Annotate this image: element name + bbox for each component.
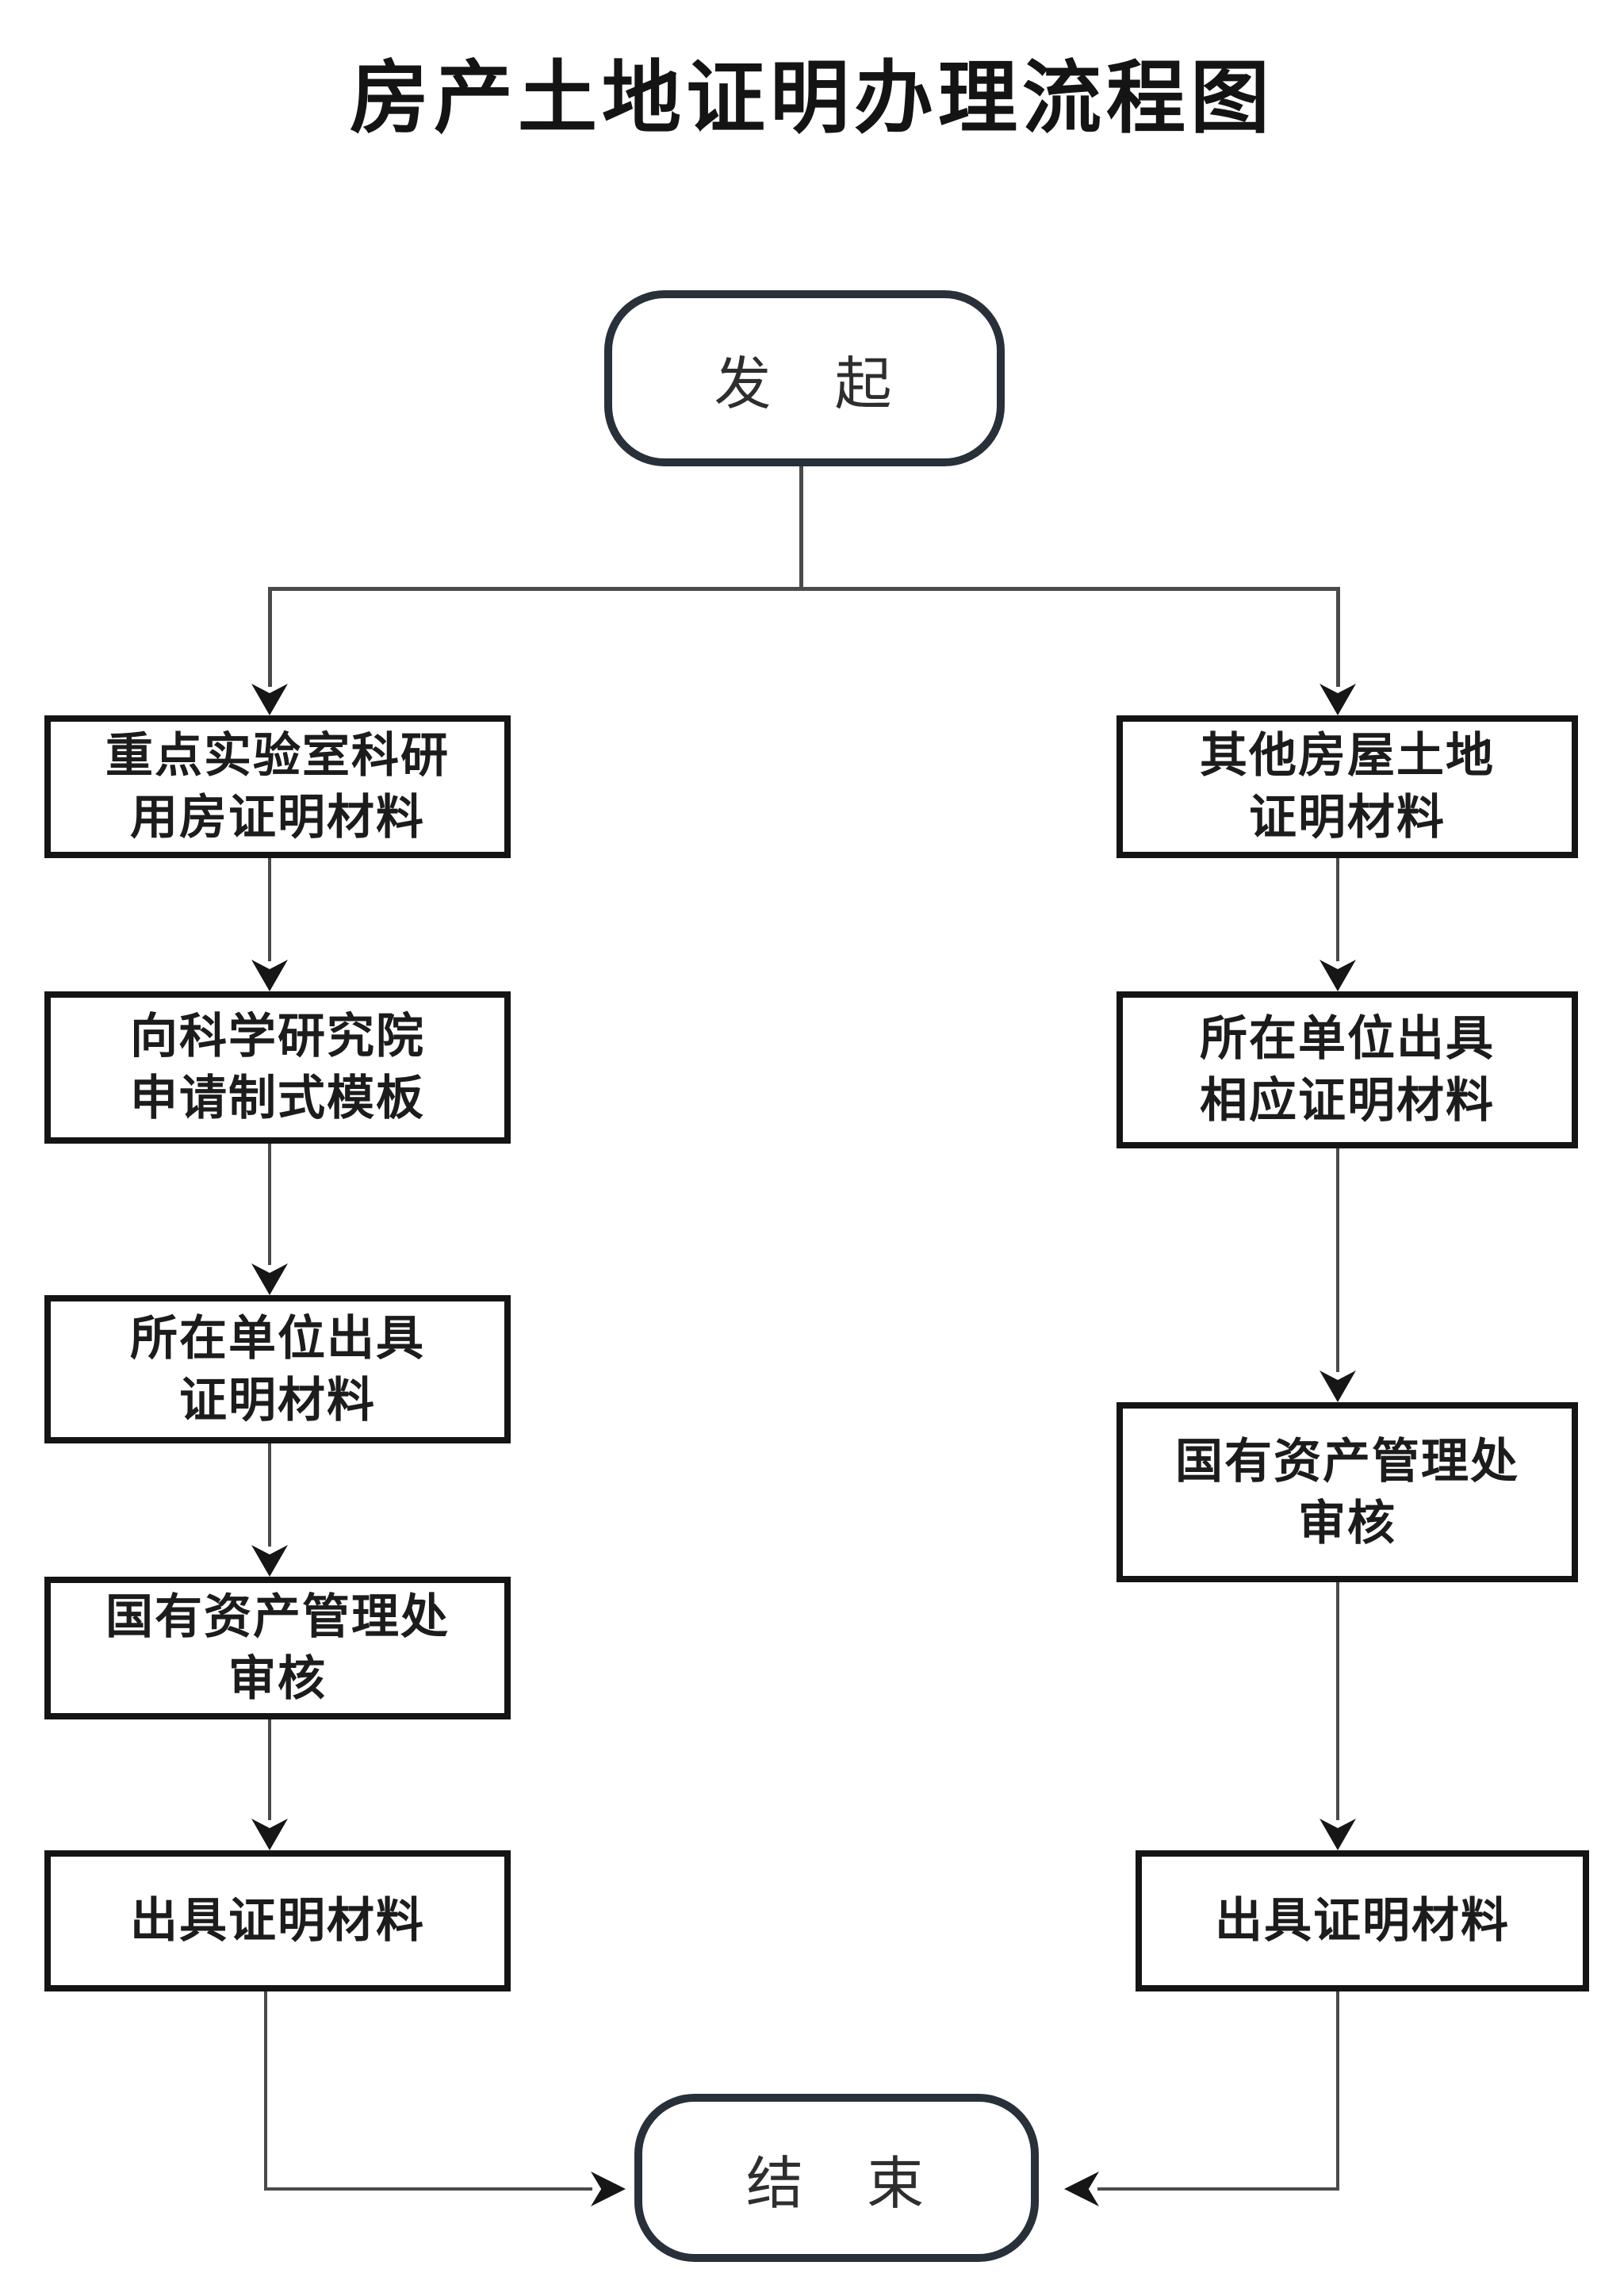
connector-left-4-5 <box>268 1719 271 1820</box>
right-step-4-label: 出具证明材料 <box>1215 1894 1510 1947</box>
end-node-label: 结 束 <box>745 2152 927 2216</box>
left-step-5-label: 出具证明材料 <box>130 1894 425 1947</box>
page-title: 房产土地证明办理流程图 <box>350 54 1274 143</box>
left-step-2-box: 向科学研究院 申请制式模板 <box>44 991 511 1144</box>
arrowhead-into-end-from-right <box>1064 2172 1099 2206</box>
connector-left-3-4 <box>268 1443 271 1547</box>
arrowhead-into-right-step-3 <box>1320 1370 1356 1402</box>
right-step-4-box: 出具证明材料 <box>1136 1850 1589 1991</box>
right-step-2-label: 所在单位出具 相应证明材料 <box>1200 1012 1495 1127</box>
connector-left-to-end-vertical <box>264 1991 267 2191</box>
arrowhead-into-left-step-5 <box>251 1819 288 1850</box>
right-step-1-box: 其他房屋土地 证明材料 <box>1116 715 1578 858</box>
start-node: 发 起 <box>604 290 1005 466</box>
arrowhead-into-left-step-1 <box>251 684 288 715</box>
arrowhead-into-left-step-3 <box>251 1263 288 1295</box>
end-node: 结 束 <box>634 2094 1039 2262</box>
connector-split-left-drop <box>268 587 272 687</box>
right-step-3-box: 国有资产管理处 审核 <box>1116 1402 1578 1582</box>
left-step-1-label: 重点实验室科研 用房证明材料 <box>105 729 450 844</box>
left-step-2-label: 向科学研究院 申请制式模板 <box>130 1010 425 1125</box>
left-step-3-box: 所在单位出具 证明材料 <box>44 1295 511 1443</box>
arrowhead-into-right-step-1 <box>1320 684 1356 715</box>
arrowhead-into-left-step-4 <box>251 1545 288 1577</box>
connector-start-stem <box>799 466 803 590</box>
connector-right-2-3 <box>1336 1148 1339 1372</box>
left-step-3-label: 所在单位出具 证明材料 <box>130 1311 425 1427</box>
left-step-5-box: 出具证明材料 <box>44 1850 511 1991</box>
connector-split-right-drop <box>1336 587 1340 687</box>
left-step-4-box: 国有资产管理处 审核 <box>44 1577 511 1719</box>
connector-left-2-3 <box>268 1144 271 1265</box>
connector-right-to-end-horizontal <box>1097 2187 1339 2191</box>
arrowhead-into-end-from-left <box>591 2172 626 2206</box>
right-step-3-label: 国有资产管理处 审核 <box>1175 1434 1519 1550</box>
connector-left-1-2 <box>268 858 271 961</box>
connector-right-1-2 <box>1336 858 1339 961</box>
arrowhead-into-right-step-2 <box>1320 960 1356 991</box>
arrowhead-into-left-step-2 <box>251 960 288 991</box>
start-node-label: 发 起 <box>714 352 895 416</box>
connector-split-bar <box>268 587 1340 591</box>
left-step-1-box: 重点实验室科研 用房证明材料 <box>44 715 511 858</box>
right-step-2-box: 所在单位出具 相应证明材料 <box>1116 991 1578 1148</box>
connector-right-3-4 <box>1336 1582 1339 1820</box>
connector-right-to-end-vertical <box>1336 1991 1339 2191</box>
arrowhead-into-right-step-4 <box>1320 1819 1356 1850</box>
right-step-1-label: 其他房屋土地 证明材料 <box>1200 729 1495 844</box>
left-step-4-label: 国有资产管理处 审核 <box>105 1590 450 1705</box>
connector-left-to-end-horizontal <box>264 2187 592 2191</box>
